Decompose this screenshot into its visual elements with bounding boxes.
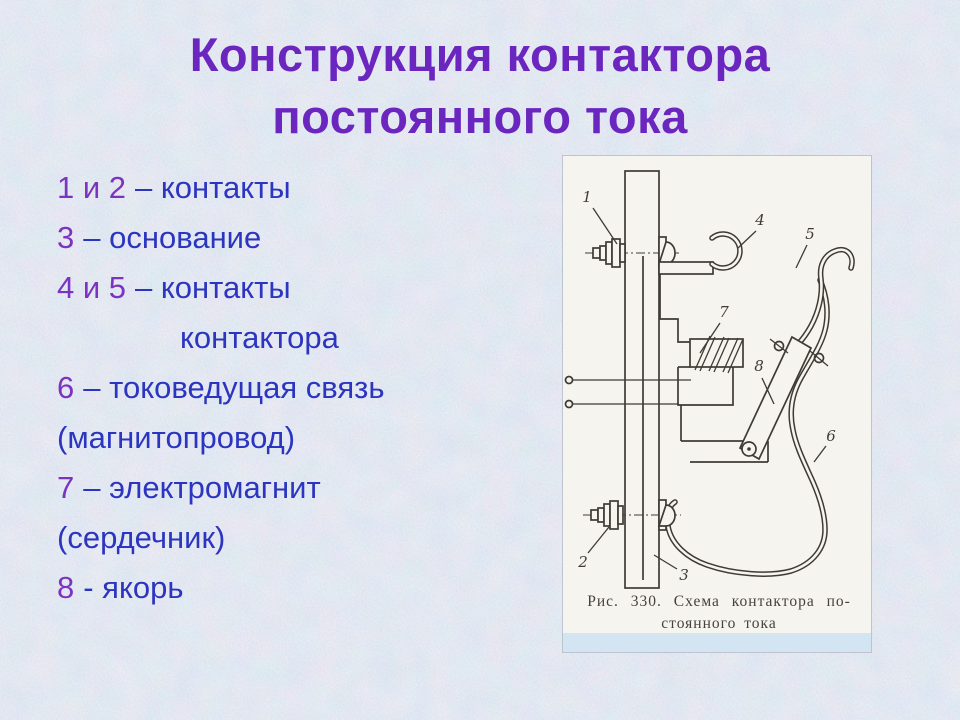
figure-caption-line-2: стоянного тока bbox=[661, 615, 776, 632]
legend-item: (сердечник) bbox=[57, 513, 557, 563]
legend-list: 1 и 2– контакты 3– основание 4 и 5– конт… bbox=[57, 163, 557, 613]
legend-number: 7 bbox=[57, 470, 75, 505]
legend-text: (магнитопровод) bbox=[57, 420, 296, 455]
legend-number: 6 bbox=[57, 370, 75, 405]
label-7: 7 bbox=[719, 303, 729, 321]
armature-bolt bbox=[773, 340, 785, 352]
legend-text: – основание bbox=[83, 220, 262, 255]
legend-item: (магнитопровод) bbox=[57, 413, 557, 463]
slide-title: Конструкция контактора постоянного тока bbox=[0, 24, 960, 148]
figure-caption: Рис. 330. Схема контактора по- стоянного… bbox=[587, 593, 851, 632]
legend-text: – токоведущая связь bbox=[83, 370, 385, 405]
label-3: 3 bbox=[679, 566, 689, 584]
legend-item: контактора bbox=[57, 313, 557, 363]
fixed-contact-4 bbox=[658, 231, 743, 275]
figure-caption-line-1: Рис. 330. Схема контактора по- bbox=[587, 593, 851, 610]
legend-item: 1 и 2– контакты bbox=[57, 163, 557, 213]
legend-text: – электромагнит bbox=[83, 470, 321, 505]
label-2: 2 bbox=[577, 553, 588, 571]
legend-number: 8 bbox=[57, 570, 75, 605]
coil-7 bbox=[659, 274, 769, 463]
flexible-band-6 bbox=[664, 277, 830, 577]
legend-text: (сердечник) bbox=[57, 520, 226, 555]
contactor-diagram: 1 4 5 7 8 6 2 3 Рис. 330. Схема контакто… bbox=[563, 170, 871, 652]
moving-contact-5 bbox=[795, 247, 855, 347]
label-6: 6 bbox=[826, 427, 836, 445]
legend-item: 4 и 5– контакты bbox=[57, 263, 557, 313]
armature-8 bbox=[738, 335, 829, 461]
legend-number: 1 и 2 bbox=[57, 170, 127, 205]
label-1: 1 bbox=[582, 188, 592, 206]
legend-number: 4 и 5 bbox=[57, 270, 127, 305]
legend-text: – контакты bbox=[135, 270, 291, 305]
scan-stripe bbox=[563, 633, 871, 652]
title-line-1: Конструкция контактора bbox=[189, 28, 771, 81]
lead-wires bbox=[564, 375, 691, 409]
legend-item: 6– токоведущая связь bbox=[57, 363, 557, 413]
legend-item: 8- якорь bbox=[57, 563, 557, 613]
legend-number: 3 bbox=[57, 220, 75, 255]
legend-item: 7– электромагнит bbox=[57, 463, 557, 513]
label-5: 5 bbox=[805, 225, 815, 243]
legend-text: - якорь bbox=[83, 570, 184, 605]
label-8: 8 bbox=[754, 357, 764, 375]
legend-text: – контакты bbox=[135, 170, 291, 205]
armature-bolt bbox=[813, 352, 825, 364]
label-4: 4 bbox=[754, 211, 765, 229]
legend-text: контактора bbox=[180, 320, 339, 355]
contact-2-bolt bbox=[583, 499, 681, 531]
figure-labels: 1 4 5 7 8 6 2 3 bbox=[577, 188, 836, 584]
title-line-2: постоянного тока bbox=[272, 90, 688, 143]
contact-1-bolt bbox=[585, 236, 681, 269]
legend-item: 3– основание bbox=[57, 213, 557, 263]
coil-windings bbox=[694, 335, 744, 374]
figure-panel: 1 4 5 7 8 6 2 3 Рис. 330. Схема контакто… bbox=[563, 156, 871, 652]
